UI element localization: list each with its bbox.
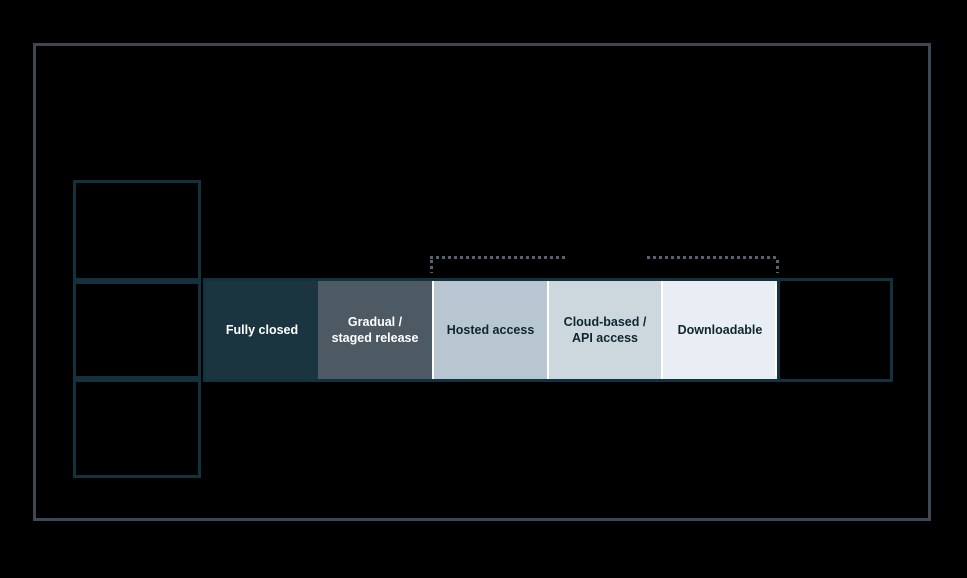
segment-hosted-access: Hosted access	[432, 281, 547, 379]
left-column-box-2	[73, 281, 201, 379]
segment-cloud-api-access: Cloud-based / API access	[547, 281, 661, 379]
left-column-box-1	[73, 180, 201, 281]
segment-gradual-staged-release: Gradual / staged release	[318, 281, 432, 379]
segment-downloadable: Downloadable	[661, 281, 777, 379]
bracket-tick-left	[430, 260, 433, 273]
segment-label: Downloadable	[677, 322, 763, 337]
figure-frame	[33, 43, 931, 521]
segment-label: Hosted access	[446, 322, 535, 337]
bracket-dashed-line-right	[647, 256, 779, 259]
release-gradient-bar: Fully closed Gradual / staged release Ho…	[203, 278, 893, 382]
segment-fully-closed: Fully closed	[206, 281, 318, 379]
segment-label: Gradual / staged release	[331, 314, 419, 345]
segment-label: Cloud-based / API access	[563, 314, 647, 345]
bracket-tick-right	[776, 260, 779, 273]
left-column-box-3	[73, 379, 201, 478]
segment-end-box	[777, 281, 890, 379]
bracket-dashed-line-left	[430, 256, 565, 259]
segment-label: Fully closed	[225, 322, 299, 337]
